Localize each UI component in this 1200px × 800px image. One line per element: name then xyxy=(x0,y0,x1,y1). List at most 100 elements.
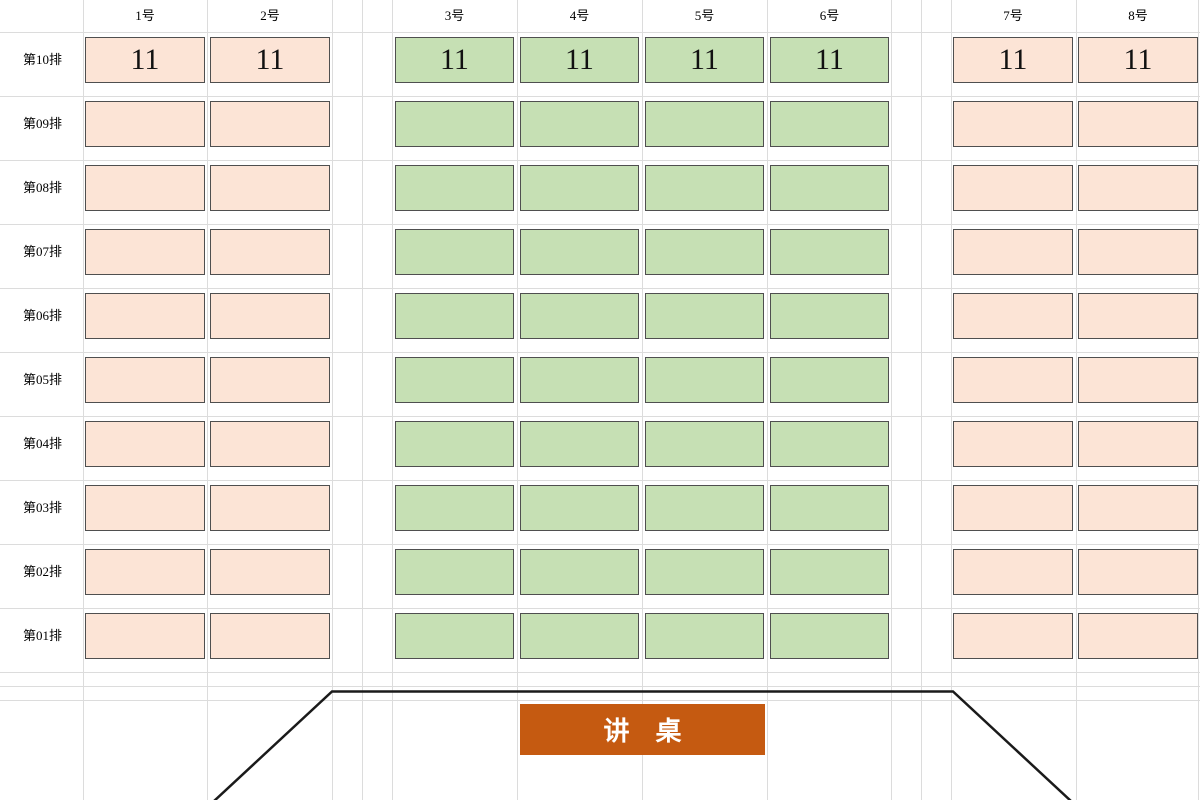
seat[interactable] xyxy=(85,101,205,147)
seat[interactable] xyxy=(770,101,889,147)
seat[interactable] xyxy=(85,421,205,467)
seat[interactable] xyxy=(210,549,330,595)
seat[interactable] xyxy=(770,613,889,659)
seat[interactable] xyxy=(645,421,764,467)
seat[interactable] xyxy=(395,485,514,531)
seat[interactable] xyxy=(85,357,205,403)
seat[interactable] xyxy=(645,293,764,339)
seat[interactable] xyxy=(770,421,889,467)
column-header: 2号 xyxy=(260,8,280,23)
seat[interactable] xyxy=(395,613,514,659)
seat[interactable] xyxy=(520,229,639,275)
seat[interactable] xyxy=(395,549,514,595)
seat[interactable] xyxy=(85,165,205,211)
seat[interactable] xyxy=(1078,485,1198,531)
seat-row: 第08排 xyxy=(0,160,1200,224)
seat[interactable] xyxy=(520,357,639,403)
seat[interactable] xyxy=(1078,357,1198,403)
seat[interactable]: 11 xyxy=(645,37,764,83)
seat[interactable] xyxy=(1078,165,1198,211)
seat[interactable]: 11 xyxy=(1078,37,1198,83)
row-label: 第04排 xyxy=(22,436,62,451)
seat[interactable] xyxy=(770,357,889,403)
seat[interactable] xyxy=(953,101,1073,147)
seat[interactable] xyxy=(520,421,639,467)
seat[interactable]: 11 xyxy=(210,37,330,83)
seat[interactable] xyxy=(210,485,330,531)
seat[interactable] xyxy=(395,421,514,467)
seat[interactable] xyxy=(520,485,639,531)
column-header: 7号 xyxy=(1003,8,1023,23)
seat[interactable] xyxy=(1078,293,1198,339)
seat[interactable] xyxy=(953,421,1073,467)
seat[interactable] xyxy=(953,293,1073,339)
seat[interactable] xyxy=(645,549,764,595)
seat[interactable] xyxy=(645,613,764,659)
row-label: 第06排 xyxy=(22,308,62,323)
seat[interactable] xyxy=(953,165,1073,211)
seat[interactable] xyxy=(770,293,889,339)
seat[interactable] xyxy=(645,357,764,403)
seat-row: 第02排 xyxy=(0,544,1200,608)
seat[interactable] xyxy=(770,165,889,211)
seat[interactable] xyxy=(953,485,1073,531)
seat[interactable] xyxy=(645,229,764,275)
seat[interactable] xyxy=(395,165,514,211)
row-label: 第02排 xyxy=(22,564,62,579)
seat[interactable] xyxy=(210,293,330,339)
seat[interactable]: 11 xyxy=(395,37,514,83)
row-label: 第05排 xyxy=(22,372,62,387)
seat[interactable] xyxy=(85,293,205,339)
seat[interactable] xyxy=(953,229,1073,275)
seat[interactable] xyxy=(85,485,205,531)
seat[interactable] xyxy=(1078,101,1198,147)
row-label: 第09排 xyxy=(22,116,62,131)
seat[interactable]: 11 xyxy=(85,37,205,83)
seat[interactable] xyxy=(1078,229,1198,275)
column-header: 5号 xyxy=(694,8,715,23)
seat-row: 第06排 xyxy=(0,288,1200,352)
seat[interactable] xyxy=(770,549,889,595)
seat[interactable]: 11 xyxy=(953,37,1073,83)
seat[interactable] xyxy=(210,357,330,403)
seat[interactable] xyxy=(1078,613,1198,659)
seat[interactable] xyxy=(520,549,639,595)
seat[interactable] xyxy=(770,229,889,275)
seat[interactable] xyxy=(520,101,639,147)
seat[interactable] xyxy=(645,101,764,147)
seat[interactable] xyxy=(520,613,639,659)
seating-grid: 1号 2号 3号 4号 5号 6号 7号 8号 第10排 11 11 11 11… xyxy=(0,0,1200,659)
seat[interactable] xyxy=(210,613,330,659)
seat-row: 第09排 xyxy=(0,96,1200,160)
seat[interactable] xyxy=(210,421,330,467)
seat[interactable] xyxy=(210,165,330,211)
row-label: 第10排 xyxy=(22,52,62,67)
seat[interactable] xyxy=(953,613,1073,659)
seat[interactable] xyxy=(395,229,514,275)
seat[interactable] xyxy=(1078,421,1198,467)
seat[interactable] xyxy=(953,549,1073,595)
seat[interactable] xyxy=(210,101,330,147)
seat[interactable] xyxy=(395,101,514,147)
corner-spacer xyxy=(0,0,85,32)
column-header: 8号 xyxy=(1128,8,1148,23)
seat[interactable]: 11 xyxy=(770,37,889,83)
seat[interactable] xyxy=(395,357,514,403)
seat[interactable] xyxy=(645,165,764,211)
seat[interactable]: 11 xyxy=(520,37,639,83)
seat[interactable] xyxy=(85,549,205,595)
seat[interactable] xyxy=(1078,549,1198,595)
seat[interactable] xyxy=(85,613,205,659)
seat[interactable] xyxy=(645,485,764,531)
column-header: 6号 xyxy=(819,8,840,23)
seat[interactable] xyxy=(520,293,639,339)
seat-row: 第04排 xyxy=(0,416,1200,480)
seat[interactable] xyxy=(395,293,514,339)
lectern-desk: 讲 桌 xyxy=(520,704,765,755)
seat[interactable] xyxy=(210,229,330,275)
seat[interactable] xyxy=(953,357,1073,403)
seat[interactable] xyxy=(770,485,889,531)
seat[interactable] xyxy=(520,165,639,211)
seat[interactable] xyxy=(85,229,205,275)
